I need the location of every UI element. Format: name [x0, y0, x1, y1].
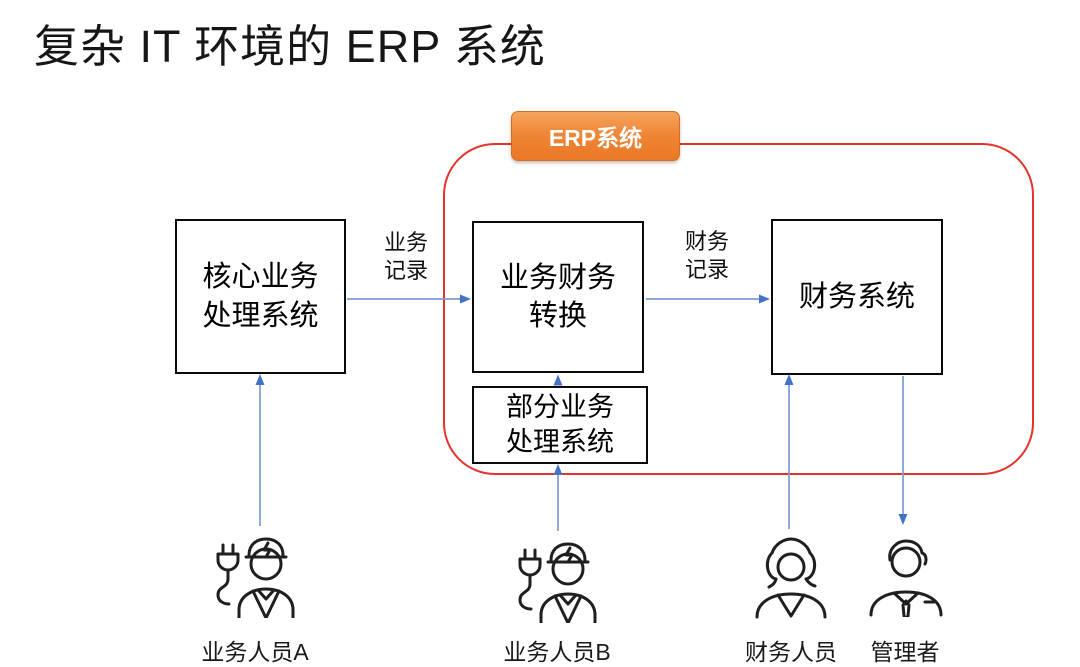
person-label-finance-staff: 财务人员 — [745, 639, 837, 665]
person-label-worker-a: 业务人员A — [201, 639, 309, 665]
edge-label-business-record: 业务 记录 — [383, 230, 428, 283]
person-label-manager: 管理者 — [870, 639, 940, 665]
edge-label-finance-record: 财务 记录 — [684, 229, 729, 282]
businesswoman-icon — [755, 537, 827, 619]
node-finance-system-label: 财务系统 — [798, 280, 915, 313]
erp-system-badge: ERP系统 — [511, 111, 680, 161]
businessman-icon — [869, 539, 943, 617]
node-partial-business-system: 部分业务 处理系统 — [472, 386, 648, 464]
node-finance-system: 财务系统 — [771, 219, 943, 375]
node-core-business-system: 核心业务 处理系统 — [175, 219, 346, 374]
node-business-finance-conversion: 业务财务 转换 — [472, 221, 644, 373]
person-label-worker-b: 业务人员B — [503, 639, 611, 665]
erp-boundary-outline — [443, 143, 1034, 475]
erp-system-badge-label: ERP系统 — [548, 125, 643, 151]
node-partial-business-system-label: 部分业务 处理系统 — [506, 391, 614, 457]
arrowhead-up-icon — [255, 374, 265, 385]
node-business-finance-conversion-label: 业务财务 转换 — [499, 261, 616, 332]
construction-worker-icon — [216, 537, 295, 618]
node-core-business-system-label: 核心业务 处理系统 — [202, 261, 319, 332]
arrowhead-down-icon — [898, 514, 908, 525]
page-title: 复杂 IT 环境的 ERP 系统 — [34, 21, 546, 72]
construction-worker-icon — [518, 542, 597, 623]
